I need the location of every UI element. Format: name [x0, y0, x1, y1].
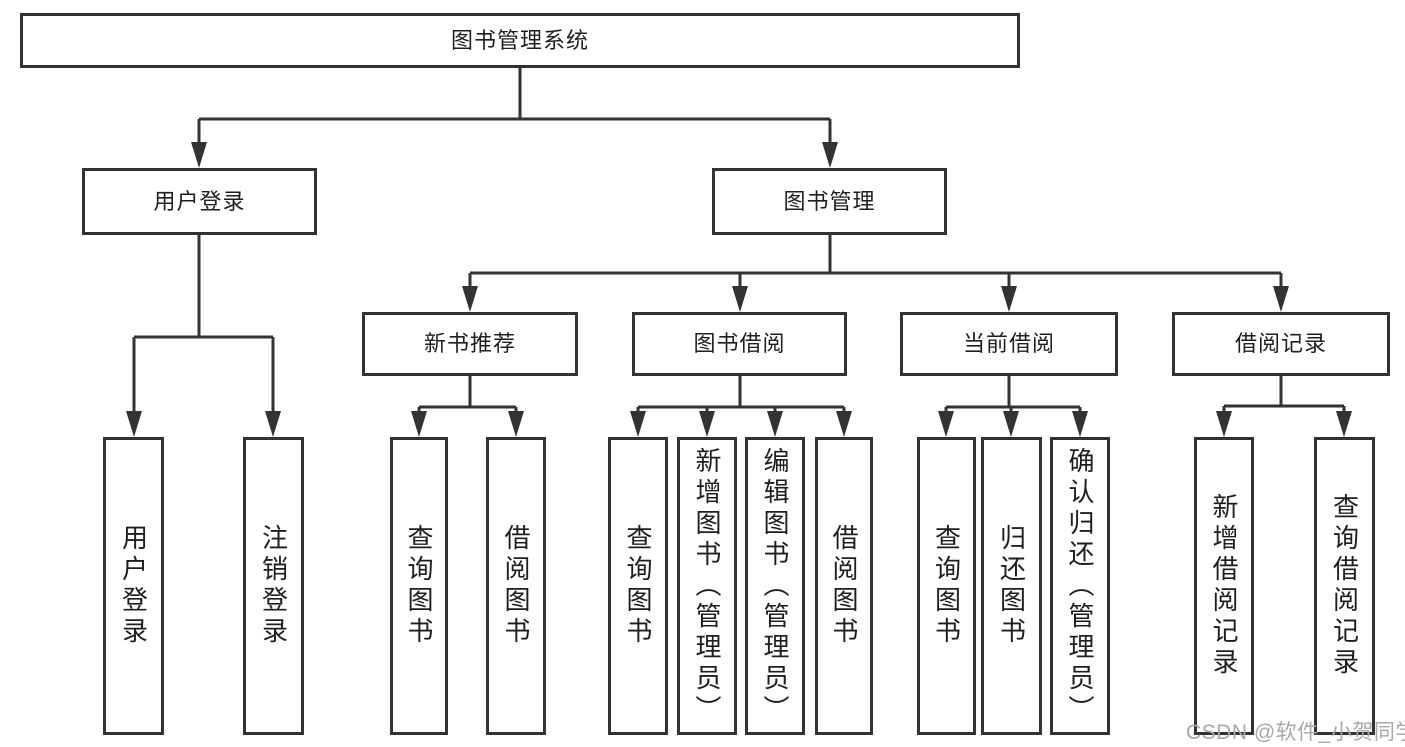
- arrow-down-icon: [732, 286, 748, 312]
- arrow-down-icon: [462, 286, 478, 312]
- leaf-add-borrow-record: 新增借阅记录: [1194, 437, 1254, 735]
- node-user-login: 用户登录: [82, 168, 317, 235]
- leaf-query-borrow-record: 查询借阅记录: [1314, 437, 1375, 735]
- csdn-watermark: CSDN @软件_小贺同学: [1186, 721, 1405, 744]
- leaf-edit-books-admin: 编辑图书（管理员）: [745, 437, 805, 735]
- connector-records-branch: [1222, 376, 1346, 415]
- arrow-down-icon: [836, 411, 852, 437]
- leaf-borrow-books-recommend: 借阅图书: [486, 437, 546, 735]
- arrow-down-icon: [265, 411, 281, 437]
- node-root-library-system: 图书管理系统: [20, 13, 1020, 68]
- connector-book-mgmt-branch: [468, 235, 1283, 290]
- arrow-down-icon: [630, 411, 646, 437]
- leaf-return-books: 归还图书: [981, 437, 1042, 735]
- leaf-query-books-current: 查询图书: [917, 437, 976, 735]
- arrow-down-icon: [191, 142, 207, 168]
- leaf-user-login: 用户登录: [103, 437, 164, 735]
- arrow-down-icon: [126, 411, 142, 437]
- node-current-borrowing: 当前借阅: [900, 312, 1118, 376]
- arrow-down-icon: [1336, 411, 1352, 437]
- leaf-add-books-admin: 新增图书（管理员）: [677, 437, 737, 735]
- arrow-down-icon: [411, 411, 427, 437]
- connector-book-borrow-branch: [636, 376, 846, 415]
- arrow-down-icon: [1273, 286, 1289, 312]
- connector-new-book-branch: [417, 376, 518, 415]
- node-new-book-recommendation: 新书推荐: [362, 312, 578, 376]
- arrow-down-icon: [1001, 286, 1017, 312]
- arrow-down-icon: [1072, 411, 1088, 437]
- connector-current-borrow-branch: [944, 376, 1082, 415]
- leaf-query-books-recommend: 查询图书: [390, 437, 448, 735]
- leaf-query-books-borrowing: 查询图书: [608, 437, 668, 735]
- connector-root-to-level1: [197, 68, 832, 145]
- node-book-management: 图书管理: [712, 168, 947, 235]
- arrow-down-icon: [1216, 411, 1232, 437]
- arrow-down-icon: [699, 411, 715, 437]
- connector-user-login-branch: [132, 235, 275, 414]
- leaf-logout: 注销登录: [243, 437, 304, 735]
- leaf-confirm-return-admin: 确认归还（管理员）: [1050, 437, 1110, 735]
- node-book-borrowing: 图书借阅: [632, 312, 847, 376]
- arrow-down-icon: [822, 142, 838, 168]
- arrow-down-icon: [508, 411, 524, 437]
- arrow-down-icon: [938, 411, 954, 437]
- arrow-down-icon: [767, 411, 783, 437]
- leaf-borrow-books-borrowing: 借阅图书: [815, 437, 873, 735]
- node-borrowing-records: 借阅记录: [1172, 312, 1390, 376]
- arrow-down-icon: [1003, 411, 1019, 437]
